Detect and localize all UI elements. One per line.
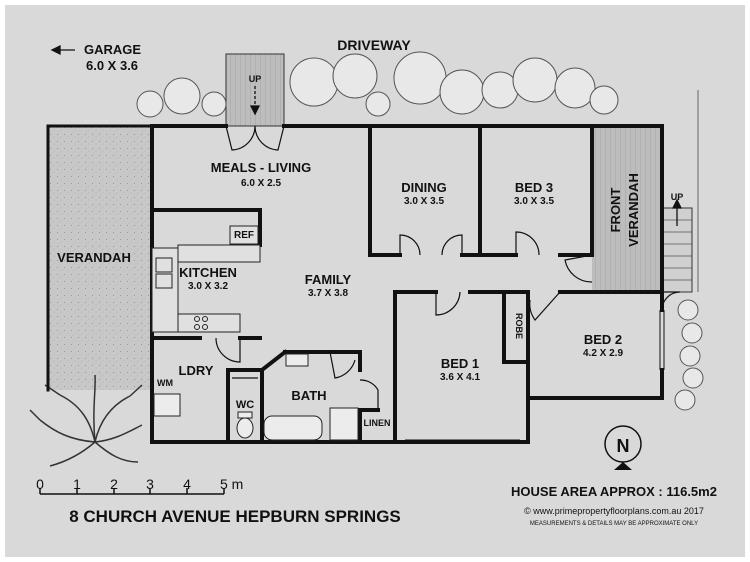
dining-size: 3.0 X 3.5: [404, 196, 444, 207]
wm-label: WM: [157, 378, 173, 388]
bed3-name: BED 3: [515, 180, 553, 195]
meals-living-size: 6.0 X 2.5: [241, 178, 281, 189]
scale-tick-2: 2: [110, 476, 118, 492]
doors: [215, 125, 681, 410]
up-label-rear: UP: [249, 74, 262, 84]
bath-label: BATH: [291, 388, 326, 403]
linen-label: LINEN: [364, 418, 391, 428]
ldry-label: LDRY: [179, 363, 214, 378]
bed2-name: BED 2: [584, 332, 622, 347]
bed3-size: 3.0 X 3.5: [514, 196, 554, 207]
verandah-label: VERANDAH: [57, 250, 131, 265]
kitchen-name: KITCHEN: [179, 265, 237, 280]
house-area: HOUSE AREA APPROX : 116.5m2: [511, 484, 717, 499]
wc-label: WC: [236, 399, 254, 411]
windows: [405, 310, 665, 441]
family-name: FAMILY: [305, 272, 352, 287]
driveway-label: DRIVEWAY: [337, 37, 411, 53]
copyright-text: © www.primepropertyfloorplans.com.au 201…: [524, 506, 704, 516]
address-title: 8 CHURCH AVENUE HEPBURN SPRINGS: [69, 507, 401, 526]
meals-living-name: MEALS - LIVING: [211, 160, 311, 175]
bed2-size: 4.2 X 2.9: [583, 348, 623, 359]
front-verandah-line1: FRONT: [608, 188, 623, 233]
scale-tick-0: 0: [36, 476, 44, 492]
scale-tick-1: 1: [73, 476, 81, 492]
verandah-area: [48, 126, 152, 390]
garage-name: GARAGE: [84, 42, 141, 57]
arrows: [50, 44, 683, 226]
scale-tick-3: 3: [146, 476, 154, 492]
kitchen-fixtures: [151, 225, 261, 333]
ref-label: REF: [234, 230, 254, 241]
kitchen-size: 3.0 X 3.2: [188, 281, 228, 292]
dining-name: DINING: [401, 180, 447, 195]
front-verandah-line2: VERANDAH: [626, 173, 641, 247]
compass-label: N: [617, 436, 630, 456]
scale-tick-4: 4: [183, 476, 191, 492]
up-label-front: UP: [671, 192, 684, 202]
garage-size: 6.0 X 3.6: [86, 58, 138, 73]
robe-label: ROBE: [514, 313, 524, 339]
disclaimer-text: MEASUREMENTS & DETAILS MAY BE APPROXIMAT…: [530, 521, 698, 527]
scale-tick-5: 5 m: [220, 476, 243, 492]
family-size: 3.7 X 3.8: [308, 288, 348, 299]
wet-area-fixtures: [153, 353, 359, 441]
driveway-shrubs: [136, 51, 619, 118]
compass-icon: N: [604, 425, 642, 470]
front-verandah-deck: [592, 126, 662, 292]
scale-bar: [39, 488, 225, 495]
side-shrubs: [674, 299, 704, 411]
walls: [46, 124, 664, 444]
bed1-name: BED 1: [441, 356, 479, 371]
bed1-size: 3.6 X 4.1: [440, 372, 480, 383]
